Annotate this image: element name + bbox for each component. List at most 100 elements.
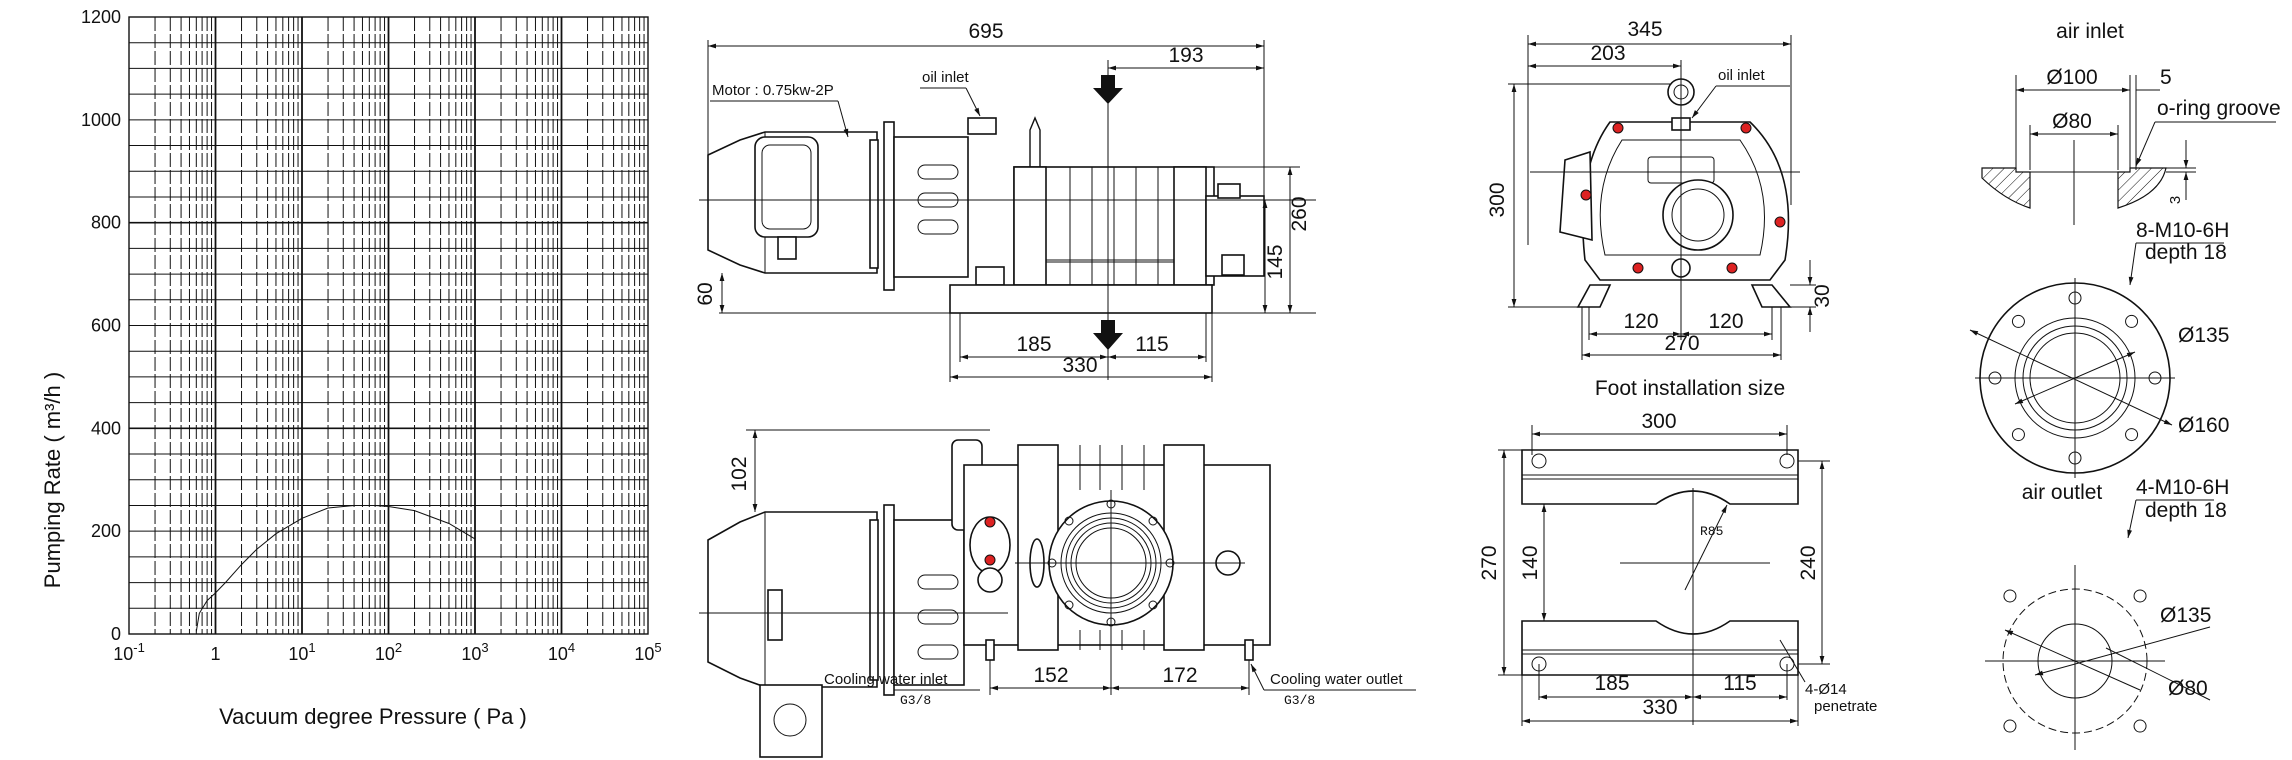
x-tick-label: 104 xyxy=(548,640,575,664)
dia-80: Ø80 xyxy=(2168,677,2208,700)
bolt-hole xyxy=(2011,314,2025,328)
dim-172: 172 xyxy=(1162,664,1197,687)
pump-front-view: 345 203 300 oil inlet 30 120 120 270 xyxy=(1486,18,1834,360)
dim-5: 5 xyxy=(2160,66,2172,89)
red-plug-icon xyxy=(984,516,996,528)
plot-frame xyxy=(128,16,649,635)
oil-inlet-label: oil inlet xyxy=(1718,67,1766,84)
cooling-water-outlet-label: Cooling water outlet xyxy=(1270,671,1403,688)
dim-203: 203 xyxy=(1590,42,1625,65)
dim-120-left: 120 xyxy=(1623,310,1658,333)
thread-4-m10: 4-M10-6H xyxy=(2136,476,2229,499)
dia-135: Ø135 xyxy=(2178,324,2229,347)
motor-label: Motor : 0.75kw-2P xyxy=(712,82,834,99)
dim-152: 152 xyxy=(1033,664,1068,687)
air-outlet-title: air outlet xyxy=(2022,481,2103,504)
dia-100: Ø100 xyxy=(2046,66,2097,89)
bolt-hole xyxy=(2133,719,2147,733)
foot-installation-title: Foot installation size xyxy=(1595,377,1785,400)
dim-300: 300 xyxy=(1486,182,1509,217)
pump-top-view: 102 152 172 Cooling water inlet G3/8 Coo… xyxy=(699,429,1416,758)
air-inlet-detail: air inlet Ø100 5 Ø80 o-ring groove 3 8-M… xyxy=(1969,20,2281,478)
terminal-box xyxy=(759,684,823,758)
dim-193: 193 xyxy=(1168,44,1203,67)
bolt-hole xyxy=(2003,719,2017,733)
x-axis-label: Vacuum degree Pressure ( Pa ) xyxy=(219,704,527,729)
dim-345: 345 xyxy=(1627,18,1662,41)
bolt-hole xyxy=(2125,428,2139,442)
cooling-water-inlet-label: Cooling water inlet xyxy=(824,671,948,688)
dim-330: 330 xyxy=(1062,354,1097,377)
y-tick-label: 200 xyxy=(91,521,121,541)
hole-note-penetrate: penetrate xyxy=(1814,698,1877,715)
o-ring-groove-label: o-ring groove xyxy=(2157,97,2281,120)
motor-body xyxy=(707,511,878,688)
red-plug-icon xyxy=(984,554,996,566)
x-tick-label: 10-1 xyxy=(113,640,145,664)
y-tick-label: 0 xyxy=(111,624,121,644)
dim-115: 115 xyxy=(1135,333,1168,356)
cable-gland xyxy=(777,236,797,260)
bolt-hole xyxy=(2011,428,2025,442)
dia-80: Ø80 xyxy=(2052,110,2092,133)
x-tick-label: 103 xyxy=(461,640,488,664)
y-axis-label: Pumping Rate ( m³/h ) xyxy=(40,372,65,588)
dim-695: 695 xyxy=(968,20,1003,43)
dim-240: 240 xyxy=(1797,545,1820,580)
y-tick-labels: 0 200 400 600 800 1000 1200 xyxy=(81,7,121,644)
dim-270: 270 xyxy=(1664,332,1699,355)
y-tick-label: 400 xyxy=(91,418,121,438)
foot-installation-view: Foot installation size R85 300 270 140 2… xyxy=(1478,377,1877,726)
coupling-flange xyxy=(883,121,895,291)
dim-120-right: 120 xyxy=(1708,310,1743,333)
bolt-hole xyxy=(2003,589,2017,603)
dia-135: Ø135 xyxy=(2160,604,2211,627)
hole-note: 4-Ø14 xyxy=(1805,681,1847,698)
bolt-hole xyxy=(2133,589,2147,603)
bolt-hole xyxy=(2125,314,2139,328)
dim-145: 145 xyxy=(1264,244,1287,279)
dim-270: 270 xyxy=(1478,545,1501,580)
thread-depth: depth 18 xyxy=(2145,241,2227,264)
dim-60: 60 xyxy=(694,282,717,305)
air-outlet-detail: air outlet 4-M10-6H depth 18 Ø135 Ø80 xyxy=(1985,476,2229,750)
thread-8-m10: 8-M10-6H xyxy=(2136,219,2229,242)
motor-terminal-box xyxy=(754,136,819,238)
dim-330: 330 xyxy=(1642,696,1677,719)
cooling-inlet-thread: G3/8 xyxy=(900,693,931,708)
dim-30: 30 xyxy=(1811,284,1834,307)
oil-inlet-plug xyxy=(967,117,997,135)
x-tick-label: 1 xyxy=(210,644,220,664)
y-tick-label: 1000 xyxy=(81,110,121,130)
chart-grid xyxy=(129,17,648,634)
x-tick-label: 101 xyxy=(288,640,315,664)
foot-bottom xyxy=(1521,620,1799,676)
x-tick-labels: 10-1 1 101 102 103 104 105 xyxy=(113,640,661,664)
y-tick-label: 800 xyxy=(91,213,121,233)
dim-185: 185 xyxy=(1594,672,1629,695)
outlet-bolt-holes xyxy=(2003,589,2147,733)
dim-3: 3 xyxy=(2167,196,2184,204)
foot-top xyxy=(1521,449,1799,505)
dim-115: 115 xyxy=(1723,672,1756,695)
dim-140: 140 xyxy=(1519,545,1542,580)
x-tick-label: 102 xyxy=(375,640,402,664)
radius-r85: R85 xyxy=(1700,524,1723,539)
pumping-rate-curve xyxy=(195,505,476,632)
y-tick-label: 1200 xyxy=(81,7,121,27)
cooling-outlet-thread: G3/8 xyxy=(1284,693,1315,708)
y-tick-label: 600 xyxy=(91,316,121,336)
dim-185: 185 xyxy=(1016,333,1051,356)
air-inlet-title: air inlet xyxy=(2056,20,2124,43)
lifting-eye xyxy=(1029,116,1041,167)
pump-side-view: 695 193 Motor : 0.75kw-2P oil inlet 260 … xyxy=(694,20,1316,382)
dia-160: Ø160 xyxy=(2178,414,2229,437)
dim-260: 260 xyxy=(1288,196,1311,231)
dim-102: 102 xyxy=(728,456,751,491)
oil-inlet-label: oil inlet xyxy=(922,69,970,86)
x-tick-label: 105 xyxy=(634,640,661,664)
base-plate xyxy=(949,284,1213,314)
rotation-arrow-icon xyxy=(767,589,783,641)
